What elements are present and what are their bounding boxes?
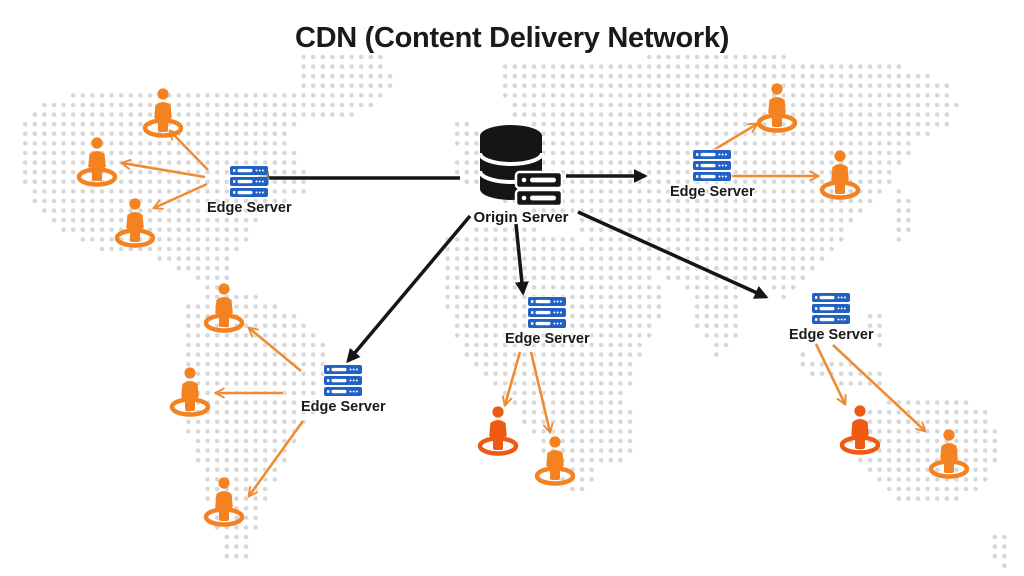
user-node [202,477,246,532]
user-icon [819,150,861,200]
user-icon [203,283,245,333]
user-node [476,406,520,461]
server-rack-icon [230,166,269,197]
user-node [533,436,577,491]
user-icon [477,406,519,456]
edge-server-label: Edge Server [207,200,292,216]
edge-to-user-arrows [120,122,927,498]
user-icon [142,88,184,138]
server-rack-icon [324,365,363,396]
server-rack-icon [812,293,851,324]
user-node [927,429,971,484]
user-icon [756,83,798,133]
edge-server-node-right: Edge Server [789,293,874,343]
origin-to-edge-arrows [255,169,769,364]
edge-server-node-bottom-left: Edge Server [301,365,386,415]
user-icon [203,477,245,527]
user-node [75,137,119,192]
user-node [202,283,246,338]
origin-server-node: Origin Server [473,121,569,226]
diagram-title: CDN (Content Delivery Network) [294,22,730,54]
user-icon [114,198,156,248]
user-node [755,83,799,138]
edge-server-label: Edge Server [789,327,874,343]
user-icon [169,367,211,417]
edge-server-label: Edge Server [670,184,755,200]
user-node [141,88,185,143]
origin-server-label: Origin Server [473,209,569,226]
user-node [838,405,882,460]
user-node [168,367,212,422]
user-icon [76,137,118,187]
edge-server-label: Edge Server [505,331,590,347]
edge-server-node-top-right: Edge Server [670,150,755,200]
database-icon [478,125,564,208]
edge-server-node-left: Edge Server [207,166,292,216]
edge-server-node-bottom-center: Edge Server [505,297,590,347]
server-box-icon [514,170,564,208]
user-icon [534,436,576,486]
server-rack-icon [693,150,732,181]
user-icon [839,405,881,455]
user-node [113,198,157,253]
user-icon [928,429,970,479]
user-node [818,150,862,205]
edge-server-label: Edge Server [301,399,386,415]
server-rack-icon [528,297,567,328]
